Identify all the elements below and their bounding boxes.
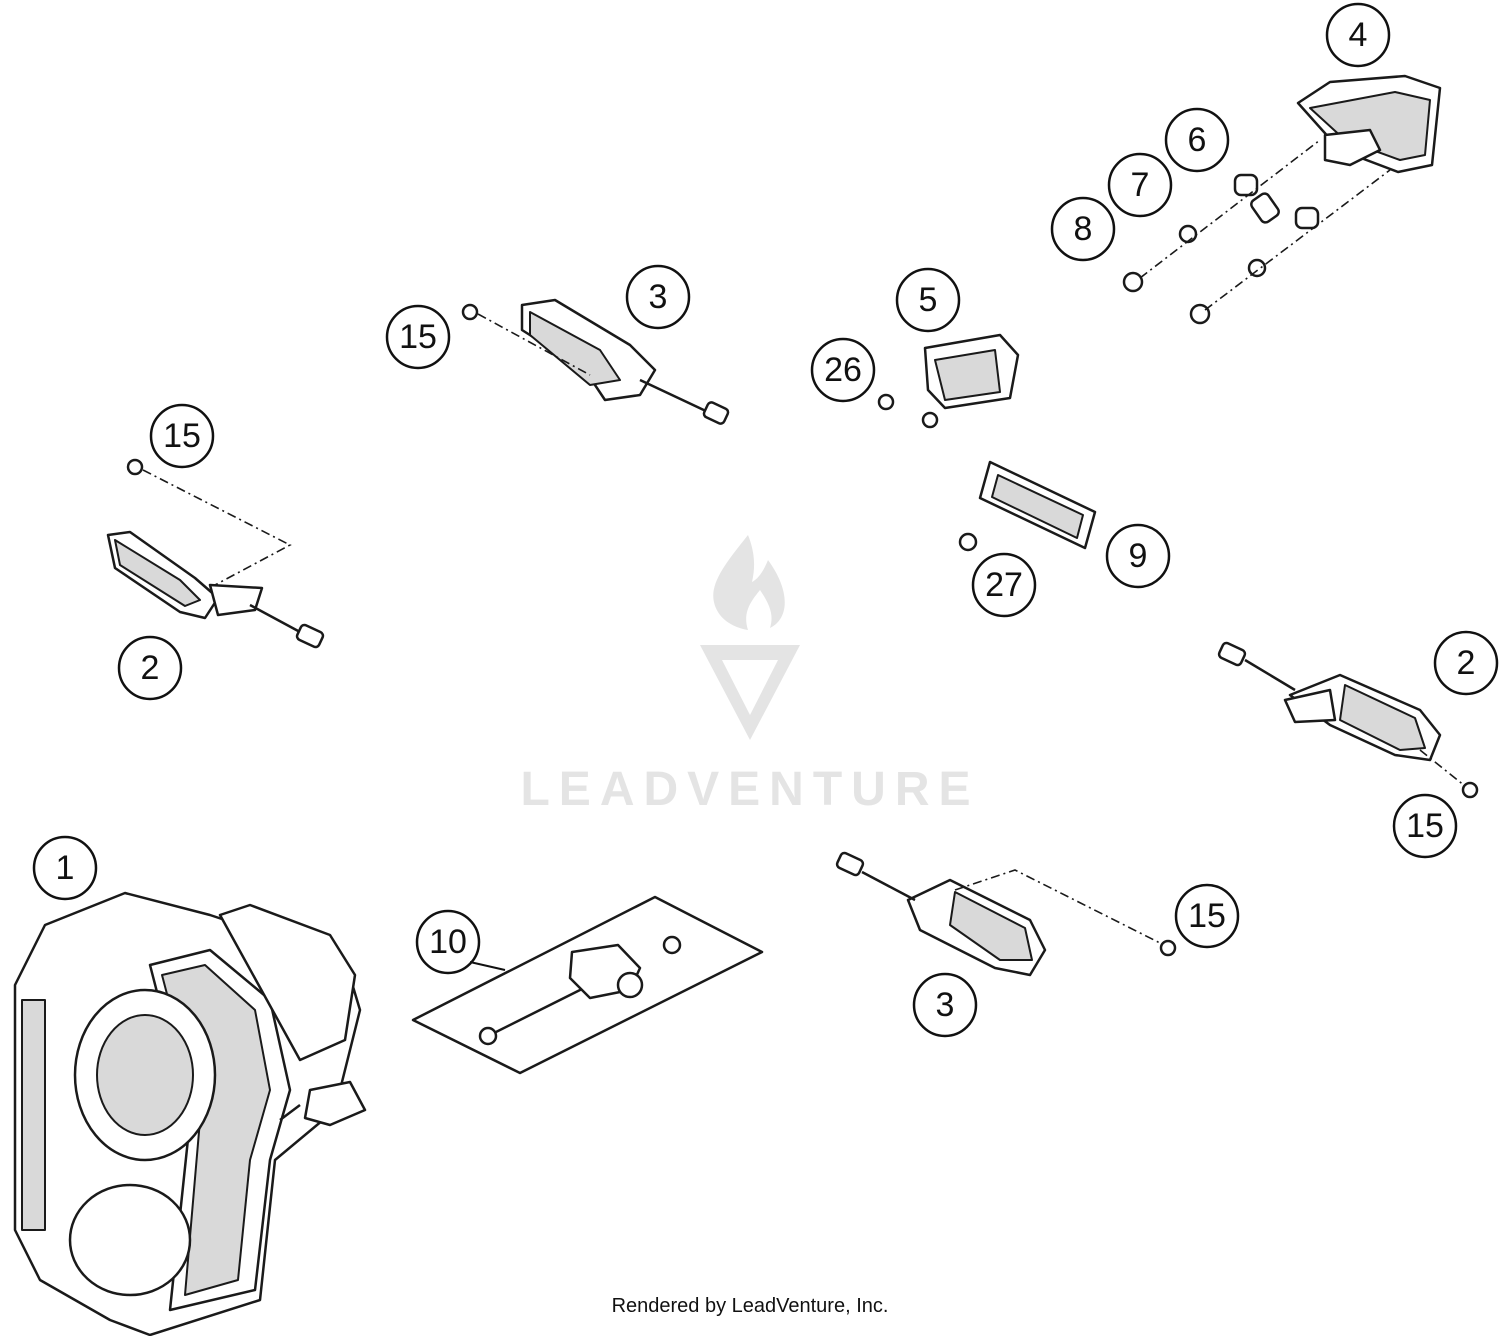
indicator-rear-right (1217, 641, 1479, 799)
indicator-front-left (106, 458, 325, 649)
callout-27: 27 (971, 552, 1037, 618)
v-logo-icon (700, 645, 800, 740)
callout-1: 1 (32, 835, 98, 901)
svg-text:3: 3 (649, 278, 668, 316)
svg-text:8: 8 (1074, 210, 1093, 248)
footer-credit: Rendered by LeadVenture, Inc. (612, 1295, 889, 1317)
license-light (877, 333, 1020, 429)
callout-2-left: 2 (117, 635, 183, 701)
callout-8: 8 (1050, 196, 1116, 262)
svg-text:15: 15 (163, 417, 201, 455)
svg-text:2: 2 (141, 649, 160, 687)
callout-15-right: 15 (1392, 793, 1458, 859)
callouts: 1 2 2 3 3 4 5 6 (32, 2, 1499, 1038)
svg-text:26: 26 (824, 351, 862, 389)
callout-4: 4 (1325, 2, 1391, 68)
callout-26: 26 (810, 337, 876, 403)
callout-6: 6 (1164, 107, 1230, 173)
callout-9: 9 (1105, 523, 1171, 589)
indicator-rear-left (835, 851, 1177, 977)
svg-text:6: 6 (1188, 121, 1207, 159)
callout-2-right: 2 (1433, 630, 1499, 696)
svg-text:15: 15 (1406, 807, 1444, 845)
watermark-text: LEADVENTURE (520, 763, 979, 816)
flame-logo-icon (713, 535, 785, 630)
svg-text:3: 3 (936, 986, 955, 1024)
tail-light (1122, 74, 1442, 325)
svg-text:27: 27 (985, 566, 1023, 604)
callout-10: 10 (415, 909, 506, 975)
callout-15-left: 15 (149, 403, 215, 469)
svg-text:9: 9 (1129, 537, 1148, 575)
reflector (958, 460, 1097, 552)
svg-text:15: 15 (1188, 897, 1226, 935)
mounting-kit (411, 895, 764, 1075)
callout-7: 7 (1107, 152, 1173, 218)
callout-3-top: 3 (625, 264, 691, 330)
svg-text:15: 15 (399, 318, 437, 356)
svg-text:10: 10 (429, 923, 467, 961)
svg-text:7: 7 (1131, 166, 1150, 204)
indicator-front-right (461, 298, 730, 425)
svg-text:4: 4 (1349, 16, 1368, 54)
callout-15-top: 15 (385, 304, 451, 370)
svg-text:1: 1 (56, 849, 75, 887)
headlight (13, 891, 367, 1336)
svg-text:5: 5 (919, 281, 938, 319)
callout-15-bottom: 15 (1174, 883, 1240, 949)
callout-5: 5 (895, 267, 961, 333)
leadventure-watermark: LEADVENTURE (520, 535, 979, 816)
callout-3-bottom: 3 (912, 972, 978, 1038)
svg-text:2: 2 (1457, 644, 1476, 682)
